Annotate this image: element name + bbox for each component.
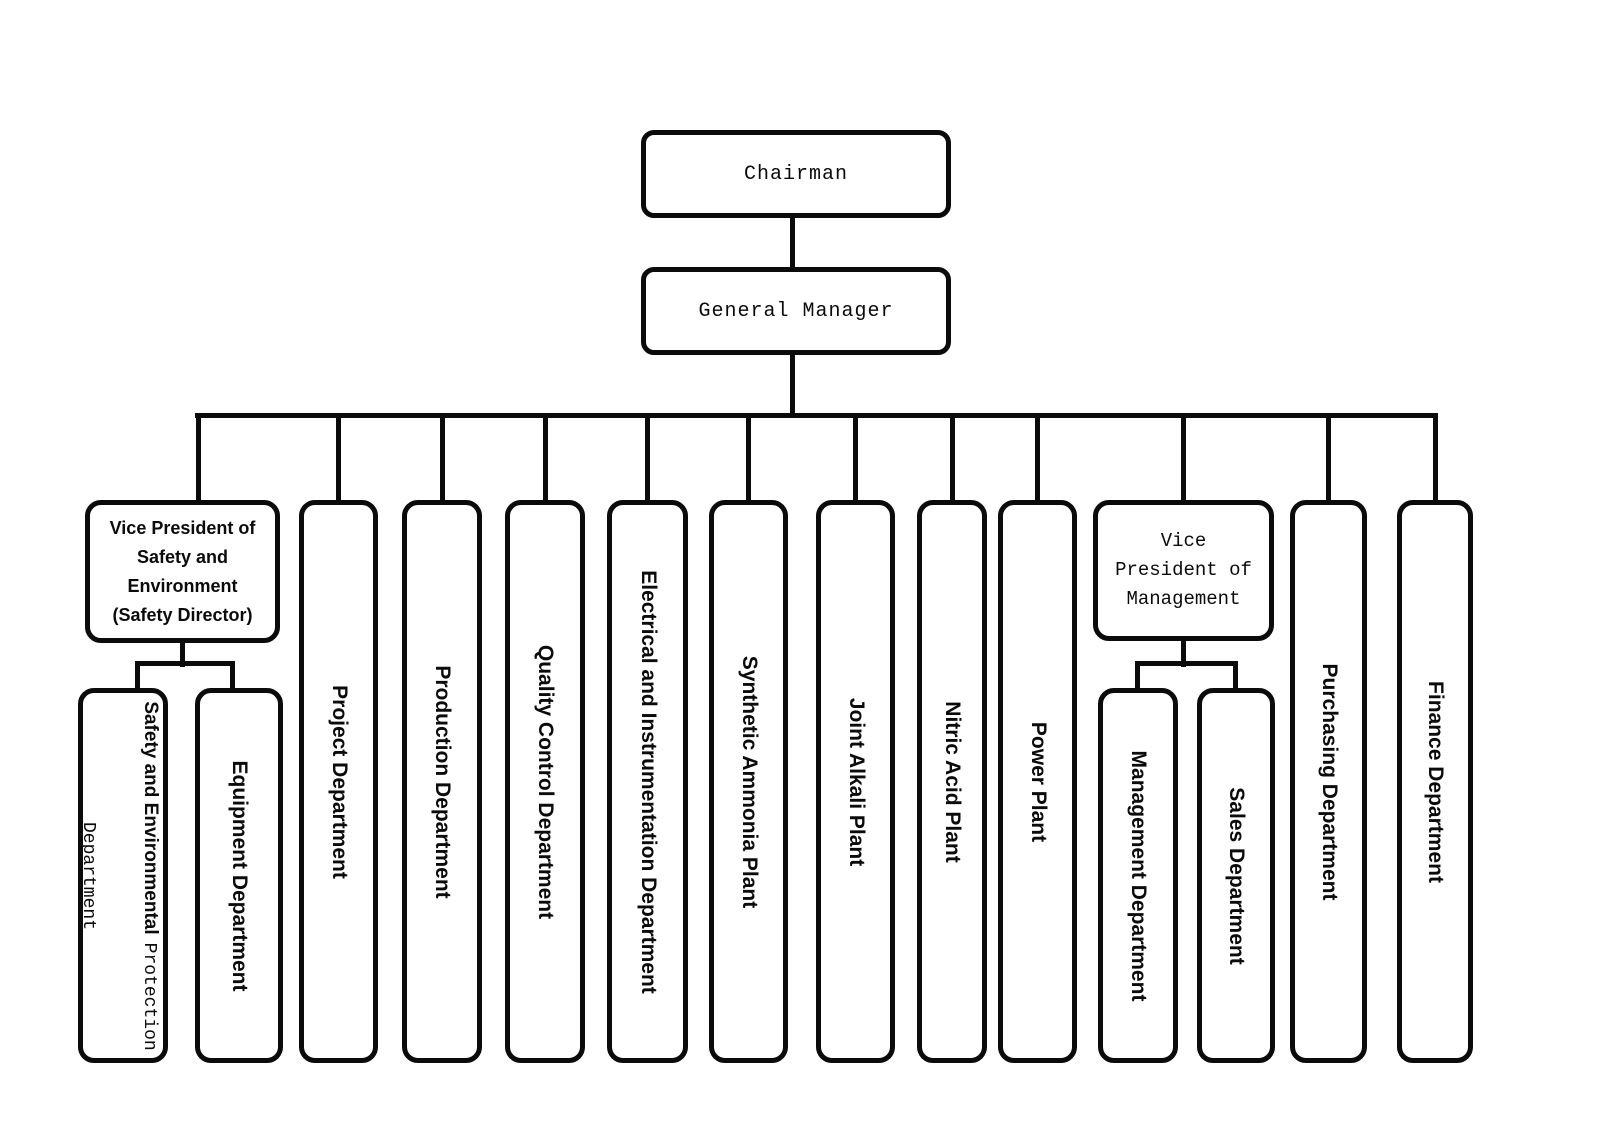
connector-chairman-gm: [790, 216, 795, 269]
node-label: Power Plant: [1026, 721, 1050, 842]
connector-drop-quality: [543, 413, 548, 503]
node-joint-alkali-plant: Joint Alkali Plant: [816, 500, 895, 1063]
connector-drop-purchasing: [1326, 413, 1331, 503]
connector-vps-stem: [180, 641, 185, 667]
connector-drop-alkali: [853, 413, 858, 503]
connector-vpm-stem: [1181, 639, 1186, 667]
node-vp-management: Vice President of Management: [1093, 500, 1274, 641]
connector-vps-stub-left: [135, 661, 140, 692]
node-label: Equipment Department: [228, 759, 251, 992]
connector-vpm-stub-right: [1233, 661, 1238, 692]
connector-vpm-bar: [1135, 661, 1238, 666]
connector-vps-bar: [135, 661, 235, 666]
node-nitric-acid-plant: Nitric Acid Plant: [917, 500, 987, 1063]
node-label: Vice President of Safety and Environment…: [109, 517, 256, 625]
node-quality-control-department: Quality Control Department: [505, 500, 585, 1063]
node-label: Purchasing Department: [1317, 663, 1341, 900]
node-synthetic-ammonia-plant: Synthetic Ammonia Plant: [709, 500, 788, 1063]
node-production-department: Production Department: [402, 500, 482, 1063]
connector-trunk: [195, 413, 1438, 418]
node-label: Safety and EnvironmentalProtection Depar…: [78, 700, 161, 1051]
node-label: Chairman: [743, 162, 848, 186]
node-label: Vice President of Management: [1115, 530, 1252, 610]
node-vp-safety-environment: Vice President of Safety and Environment…: [85, 500, 280, 643]
connector-drop-ammonia: [746, 413, 751, 503]
node-label: Synthetic Ammonia Plant: [737, 655, 761, 908]
node-label: General Manager: [698, 299, 894, 323]
node-equipment-department: Equipment Department: [195, 688, 283, 1063]
node-label: Production Department: [431, 664, 454, 899]
node-chairman: Chairman: [641, 130, 951, 218]
node-label: Joint Alkali Plant: [844, 697, 868, 866]
node-power-plant: Power Plant: [998, 500, 1077, 1063]
connector-drop-finance: [1433, 413, 1438, 503]
node-label: Sales Department: [1225, 786, 1248, 965]
node-finance-department: Finance Department: [1397, 500, 1473, 1063]
node-label: Quality Control Department: [534, 644, 557, 919]
node-project-department: Project Department: [299, 500, 378, 1063]
connector-drop-power: [1035, 413, 1040, 503]
connector-drop-project: [336, 413, 341, 503]
node-label: Management Department: [1127, 750, 1150, 1001]
connector-gm-trunk: [790, 353, 795, 415]
node-safety-environmental-protection-department: Safety and EnvironmentalProtection Depar…: [78, 688, 168, 1063]
node-label: Nitric Acid Plant: [941, 700, 964, 863]
node-label: Project Department: [327, 684, 351, 879]
connector-drop-electrical: [645, 413, 650, 503]
node-general-manager: General Manager: [641, 267, 951, 355]
connector-drop-production: [440, 413, 445, 503]
node-management-department: Management Department: [1098, 688, 1178, 1063]
connector-vpm-stub-left: [1135, 661, 1140, 692]
node-label: Finance Department: [1424, 680, 1447, 883]
connector-drop-vp-safety: [196, 413, 201, 503]
node-electrical-instrumentation-department: Electrical and Instrumentation Departmen…: [607, 500, 688, 1063]
connector-drop-vp-mgmt: [1181, 413, 1186, 503]
connector-vps-stub-right: [230, 661, 235, 692]
node-purchasing-department: Purchasing Department: [1290, 500, 1367, 1063]
node-sales-department: Sales Department: [1197, 688, 1275, 1063]
connector-drop-nitric: [950, 413, 955, 503]
node-label: Electrical and Instrumentation Departmen…: [636, 569, 660, 994]
